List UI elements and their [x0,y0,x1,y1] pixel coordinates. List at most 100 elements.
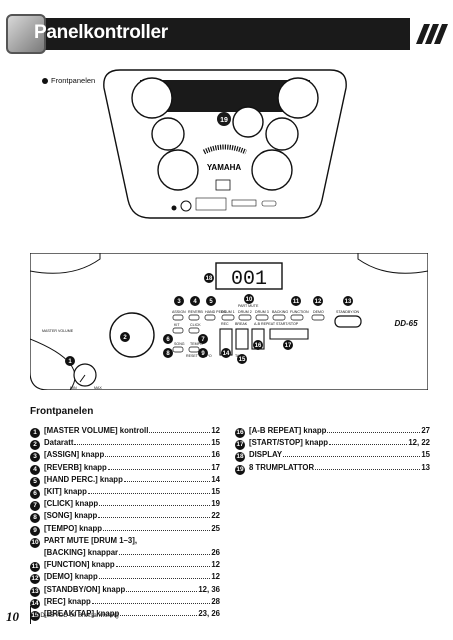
svg-text:STANDBY/ON: STANDBY/ON [336,310,360,314]
page-reference: 16 [211,450,220,460]
callout-number: 14 [30,598,40,609]
item-label: [KIT] knapp [44,487,87,497]
item-label: [REC] knapp [44,596,91,606]
item-label: 8 TRUMPLATTOR [249,462,315,472]
callout-number: 12 [30,574,40,585]
drum-pad [265,117,299,151]
header-badge-icon [6,14,46,54]
svg-text:4: 4 [193,299,197,305]
dot-leader [99,505,211,507]
dot-leader [328,444,408,446]
item-label: PART MUTE [DRUM 1–3], [44,535,137,545]
svg-text:DEMO: DEMO [313,310,324,314]
svg-text:TEMPO: TEMPO [190,342,203,346]
svg-text:12: 12 [315,299,322,305]
svg-text:A-B REPEAT: A-B REPEAT [254,322,276,326]
dot-leader [120,615,198,617]
callout-number: 6 [30,489,40,500]
callout-number: 7 [30,501,40,512]
dot-leader [87,493,211,495]
item-label: [REVERB] knapp [44,462,107,472]
page-reference: 22 [211,511,220,521]
page-reference: 12 [211,560,220,570]
svg-text:REVERB: REVERB [188,310,203,314]
svg-text:HAND PERC.: HAND PERC. [205,310,227,314]
list-item: 10 PART MUTE [DRUM 1–3], [30,535,220,548]
page-header: Panelkontroller [0,14,453,54]
callout-number: 10 [30,537,40,548]
footer-divider [30,606,31,624]
svg-text:1: 1 [68,359,72,365]
callout-number: 16 [235,428,245,438]
svg-text:PART MUTE: PART MUTE [238,304,259,308]
bullet-icon [42,78,48,85]
dot-leader [115,566,211,568]
page-reference: 12, 36 [198,584,220,594]
svg-text:DRUM 1: DRUM 1 [221,310,235,314]
callout-number: 11 [30,562,40,573]
drum-pad [251,149,293,191]
page-reference: 28 [211,596,220,606]
callout-number: 2 [30,440,40,451]
drum-pad [157,149,199,191]
item-label: DISPLAY [249,450,283,460]
svg-text:8: 8 [166,351,170,357]
svg-text:REC: REC [221,322,229,326]
callout-number: 9 [30,525,40,536]
dot-leader [105,456,211,458]
item-label: [ASSIGN] knapp [44,450,105,460]
page-reference: 12 [211,426,220,435]
drum-pad [151,117,185,151]
item-label: [SONG] knapp [44,511,98,521]
svg-text:10: 10 [246,297,253,303]
break-tap-button [235,328,249,350]
page-reference: 27 [421,426,430,435]
svg-text:FUNCTION: FUNCTION [290,310,309,314]
callout-number: 13 [30,586,40,597]
page-reference: 26 [211,548,220,558]
dot-leader [103,529,211,531]
drum-pad [232,106,264,138]
dot-leader [91,602,211,604]
dot-leader [123,480,211,482]
list-item: 14 [REC] knapp 28 [30,596,220,609]
footer-text: DD-65/YDD-60 Bruksanvisning [36,613,119,619]
display-readout: 001 [231,268,267,291]
dot-leader [98,517,211,519]
dot-leader [98,578,211,580]
svg-text:MIN: MIN [70,386,77,390]
callout-number: 3 [30,452,40,463]
page-reference: 19 [211,499,220,509]
callout-number: 15 [30,611,40,622]
dot-leader [283,456,421,458]
callout-19 [217,112,231,126]
dot-leader [149,432,211,433]
page-reference: 25 [211,523,220,533]
dot-leader [126,590,198,592]
brand-logo: YAMAHA [207,163,242,172]
start-stop-button [269,328,309,340]
svg-text:13: 13 [345,299,352,305]
dot-leader [315,468,421,470]
data-dial [109,312,155,358]
list-item: 16 [A-B REPEAT] knapp 27 [235,425,430,438]
dot-leader [327,432,421,433]
page-reference: 15 [211,438,220,448]
drum-pad [131,77,173,119]
svg-text:KIT: KIT [174,323,180,327]
item-label: [START/STOP] knapp [249,438,328,448]
callout-number: 18 [235,452,245,463]
model-logo: DD-65 [394,319,418,328]
item-label: [A-B REPEAT] knapp [249,426,327,435]
svg-text:16: 16 [255,343,262,349]
svg-text:2: 2 [123,335,127,341]
svg-text:DRUM 3: DRUM 3 [255,310,269,314]
